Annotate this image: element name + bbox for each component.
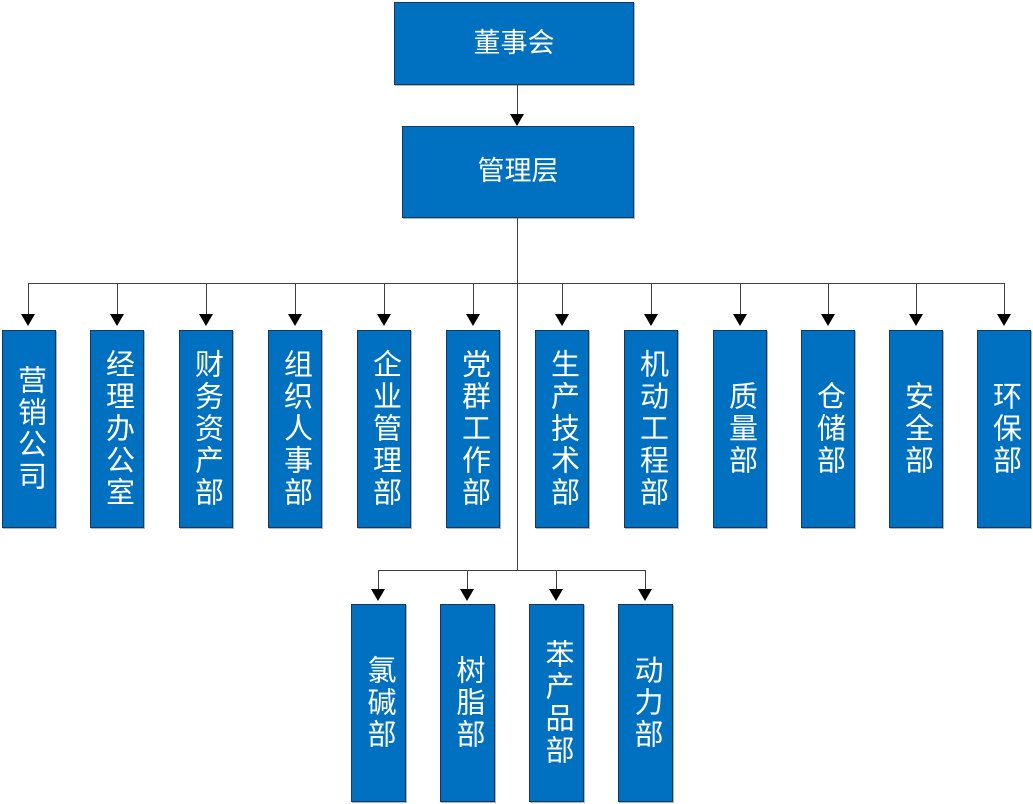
node-unit-4[interactable]: 动力部 <box>618 604 673 802</box>
arrow-dept-4 <box>288 314 302 326</box>
dropper-dept-5 <box>384 283 385 316</box>
node-board[interactable]: 董事会 <box>394 2 634 85</box>
dropper-unit-4 <box>645 570 646 592</box>
node-unit-4-label: 动力部 <box>630 655 662 751</box>
node-unit-2[interactable]: 树脂部 <box>440 604 495 802</box>
node-dept-6[interactable]: 党群工作部 <box>446 330 500 528</box>
arrow-dept-12 <box>997 314 1011 326</box>
bus-departments <box>28 283 1005 284</box>
node-dept-11[interactable]: 安全部 <box>889 330 943 528</box>
node-dept-3-label: 财务资产部 <box>190 349 223 509</box>
node-unit-3[interactable]: 苯产品部 <box>529 604 584 802</box>
dropper-dept-6 <box>473 283 474 316</box>
arrow-dept-2 <box>110 314 124 326</box>
node-dept-10-label: 仓储部 <box>812 381 845 477</box>
dropper-dept-10 <box>828 283 829 316</box>
arrow-unit-2 <box>460 589 474 601</box>
node-unit-2-label: 树脂部 <box>452 655 484 751</box>
node-dept-12[interactable]: 环保部 <box>977 330 1031 528</box>
node-management[interactable]: 管理层 <box>402 126 634 218</box>
arrow-dept-8 <box>644 314 658 326</box>
node-dept-9-label: 质量部 <box>724 381 757 477</box>
arrow-dept-11 <box>909 314 923 326</box>
dropper-unit-3 <box>556 570 557 592</box>
node-unit-1-label: 氯碱部 <box>363 655 395 751</box>
arrow-dept-10 <box>821 314 835 326</box>
node-dept-5-label: 企业管理部 <box>368 349 401 509</box>
arrow-unit-3 <box>549 589 563 601</box>
dropper-dept-2 <box>117 283 118 316</box>
node-dept-7[interactable]: 生产技术部 <box>535 330 589 528</box>
node-dept-8[interactable]: 机动工程部 <box>624 330 678 528</box>
node-dept-12-label: 环保部 <box>988 381 1021 477</box>
bus-production-units <box>378 570 646 571</box>
dropper-dept-12 <box>1004 283 1005 316</box>
dropper-dept-9 <box>740 283 741 316</box>
arrow-dept-7 <box>555 314 569 326</box>
arrow-unit-4 <box>638 589 652 601</box>
node-dept-8-label: 机动工程部 <box>635 349 668 509</box>
node-dept-2-label: 经理办公室 <box>101 349 134 509</box>
arrow-dept-9 <box>733 314 747 326</box>
dropper-dept-1 <box>28 283 29 316</box>
node-dept-3[interactable]: 财务资产部 <box>179 330 233 528</box>
connector-management-trunk <box>517 218 518 571</box>
node-management-label: 管理层 <box>477 156 559 187</box>
node-dept-1[interactable]: 营销公司 <box>2 330 56 528</box>
dropper-dept-4 <box>295 283 296 316</box>
node-dept-2[interactable]: 经理办公室 <box>90 330 144 528</box>
node-dept-4[interactable]: 组织人事部 <box>268 330 322 528</box>
arrow-dept-1 <box>21 314 35 326</box>
node-unit-1[interactable]: 氯碱部 <box>351 604 406 802</box>
arrow-unit-1 <box>371 589 385 601</box>
arrow-dept-6 <box>466 314 480 326</box>
dropper-unit-2 <box>467 570 468 592</box>
node-dept-10[interactable]: 仓储部 <box>801 330 855 528</box>
node-dept-5[interactable]: 企业管理部 <box>357 330 411 528</box>
node-dept-6-label: 党群工作部 <box>457 349 490 509</box>
node-dept-9[interactable]: 质量部 <box>713 330 767 528</box>
node-dept-11-label: 安全部 <box>900 381 933 477</box>
connector-board-to-management <box>517 85 518 117</box>
dropper-dept-7 <box>562 283 563 316</box>
node-unit-3-label: 苯产品部 <box>541 639 573 767</box>
arrow-dept-3 <box>199 314 213 326</box>
dropper-unit-1 <box>378 570 379 592</box>
node-dept-7-label: 生产技术部 <box>546 349 579 509</box>
node-dept-4-label: 组织人事部 <box>279 349 312 509</box>
arrow-dept-5 <box>377 314 391 326</box>
dropper-dept-3 <box>206 283 207 316</box>
arrow-board-to-management <box>510 114 524 126</box>
dropper-dept-8 <box>651 283 652 316</box>
node-board-label: 董事会 <box>473 27 555 58</box>
node-dept-1-label: 营销公司 <box>13 365 46 493</box>
dropper-dept-11 <box>916 283 917 316</box>
